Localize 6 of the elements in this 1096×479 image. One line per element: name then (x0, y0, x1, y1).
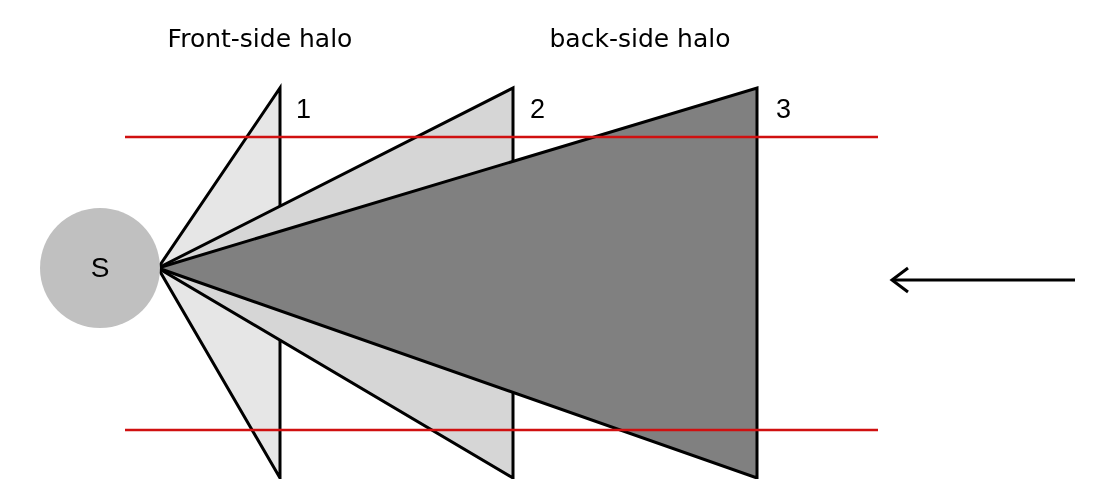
node-label: S (90, 252, 110, 284)
callout-number: 2 (530, 96, 546, 123)
callout-number: 3 (776, 96, 792, 123)
callout-number: 1 (296, 96, 312, 123)
heading-label: Front-side halo (167, 26, 353, 51)
heading-label: back-side halo (549, 26, 731, 51)
